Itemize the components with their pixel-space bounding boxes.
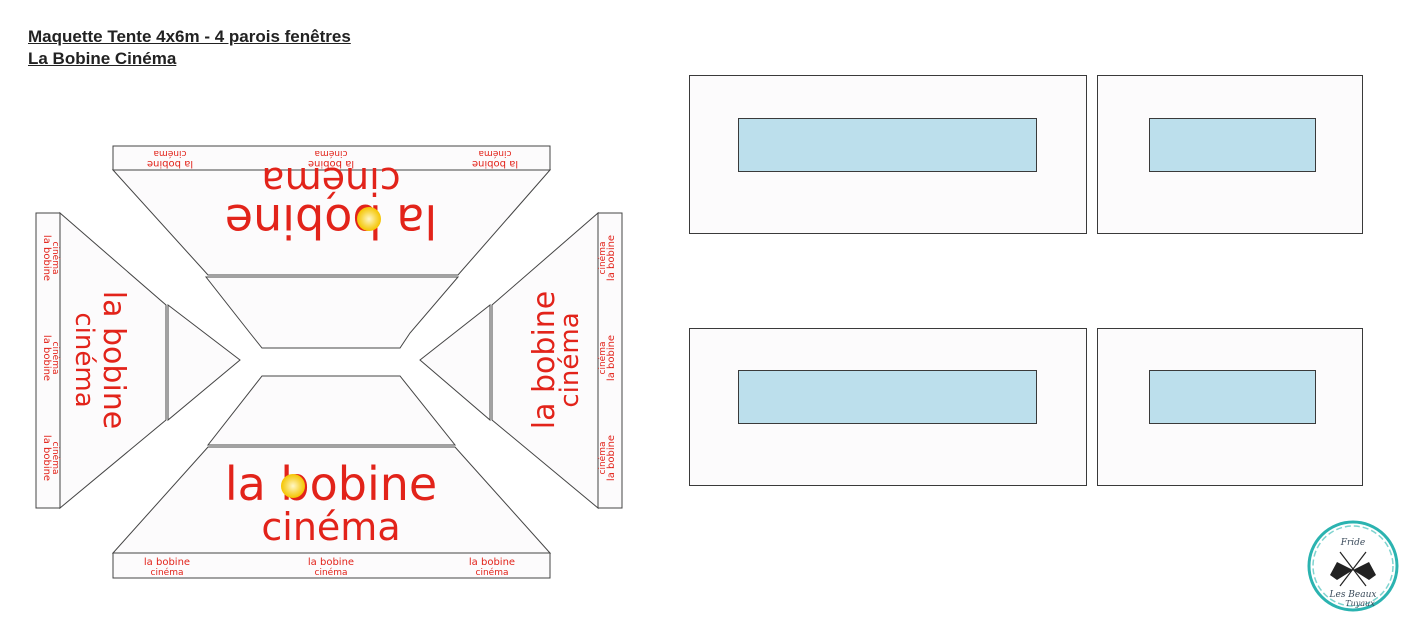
svg-text:cinéma: cinéma — [476, 567, 509, 578]
reel-icon — [281, 474, 305, 498]
valance-logos-right: la bobine cinéma la bobine cinéma la bob… — [597, 235, 617, 481]
reel-icon — [357, 207, 381, 231]
svg-text:cinéma: cinéma — [50, 342, 61, 375]
window-1 — [738, 118, 1037, 172]
valance-right — [597, 212, 623, 509]
brand-line2-top: cinéma — [261, 159, 400, 203]
valance-logos-top: la bobine cinéma la bobine cinéma la bob… — [147, 148, 518, 169]
page-subtitle: La Bobine Cinéma — [28, 49, 177, 68]
logo-bottom-text-2: Tuyaux — [1345, 599, 1375, 608]
window-3 — [738, 370, 1037, 424]
svg-text:la bobine: la bobine — [308, 158, 354, 169]
logo-ring — [1307, 520, 1399, 612]
brand-line1-bottom: la bobine — [225, 457, 437, 511]
valance-logos-bottom: la bobine cinéma la bobine cinéma la bob… — [144, 557, 515, 578]
svg-text:la bobine: la bobine — [606, 435, 617, 481]
svg-text:la bobine: la bobine — [308, 557, 354, 568]
valance-top — [112, 145, 551, 171]
roof-flap-top — [204, 276, 460, 349]
brand-logo-right: la bobine cinéma — [527, 291, 585, 430]
wall-panel-1 — [689, 75, 1087, 234]
roof-flap-right — [419, 303, 491, 422]
window-2 — [1149, 118, 1316, 172]
roof-panel-top — [111, 169, 552, 276]
fride-logo: Fride Les Beaux Tuyaux — [1307, 520, 1399, 612]
roof-flap-left — [167, 303, 241, 422]
wall-panel-3 — [689, 328, 1087, 486]
wall-panel-4 — [1097, 328, 1363, 486]
brand-line2-bottom: cinéma — [261, 505, 400, 549]
svg-text:la bobine: la bobine — [41, 335, 52, 381]
brand-line1-left: la bobine — [96, 291, 131, 430]
valance-bottom — [112, 552, 551, 579]
svg-text:cinéma: cinéma — [597, 342, 608, 375]
svg-text:la bobine: la bobine — [144, 557, 190, 568]
bells-icon — [1330, 551, 1376, 587]
svg-text:cinéma: cinéma — [479, 148, 512, 159]
svg-text:la bobine: la bobine — [472, 158, 518, 169]
brand-line1-top: la bobine — [225, 194, 437, 248]
roof-panel-left — [59, 211, 167, 510]
wall-panel-2 — [1097, 75, 1363, 234]
window-4 — [1149, 370, 1316, 424]
brand-line2-right: cinéma — [555, 312, 585, 407]
roof-flap-bottom — [206, 375, 457, 446]
valance-left — [35, 212, 61, 509]
svg-text:cinéma: cinéma — [154, 148, 187, 159]
svg-text:cinéma: cinéma — [151, 567, 184, 578]
roof-panel-right — [491, 211, 599, 510]
svg-text:cinéma: cinéma — [597, 442, 608, 475]
svg-text:la bobine: la bobine — [606, 235, 617, 281]
logo-bottom-text-1: Les Beaux — [1329, 590, 1377, 600]
svg-text:la bobine: la bobine — [147, 158, 193, 169]
svg-text:cinéma: cinéma — [597, 242, 608, 275]
svg-text:la bobine: la bobine — [41, 435, 52, 481]
svg-text:cinéma: cinéma — [50, 242, 61, 275]
brand-logo-bottom: la bobine cinéma — [225, 457, 437, 549]
svg-text:cinéma: cinéma — [315, 567, 348, 578]
logo-top-text: Fride — [1340, 538, 1366, 548]
svg-text:cinéma: cinéma — [50, 442, 61, 475]
brand-logo-left: la bobine cinéma — [69, 291, 131, 430]
svg-text:la bobine: la bobine — [606, 335, 617, 381]
brand-line1-right: la bobine — [527, 291, 562, 430]
title-block: Maquette Tente 4x6m - 4 parois fenêtres … — [28, 26, 351, 70]
valance-logos-left: la bobine cinéma la bobine cinéma la bob… — [41, 235, 61, 481]
roof-panel-bottom — [111, 446, 552, 554]
page-title: Maquette Tente 4x6m - 4 parois fenêtres — [28, 27, 351, 46]
brand-logo-top: la bobine cinéma — [225, 159, 437, 248]
svg-text:cinéma: cinéma — [315, 148, 348, 159]
svg-text:la bobine: la bobine — [41, 235, 52, 281]
svg-text:la bobine: la bobine — [469, 557, 515, 568]
brand-line2-left: cinéma — [69, 312, 99, 407]
